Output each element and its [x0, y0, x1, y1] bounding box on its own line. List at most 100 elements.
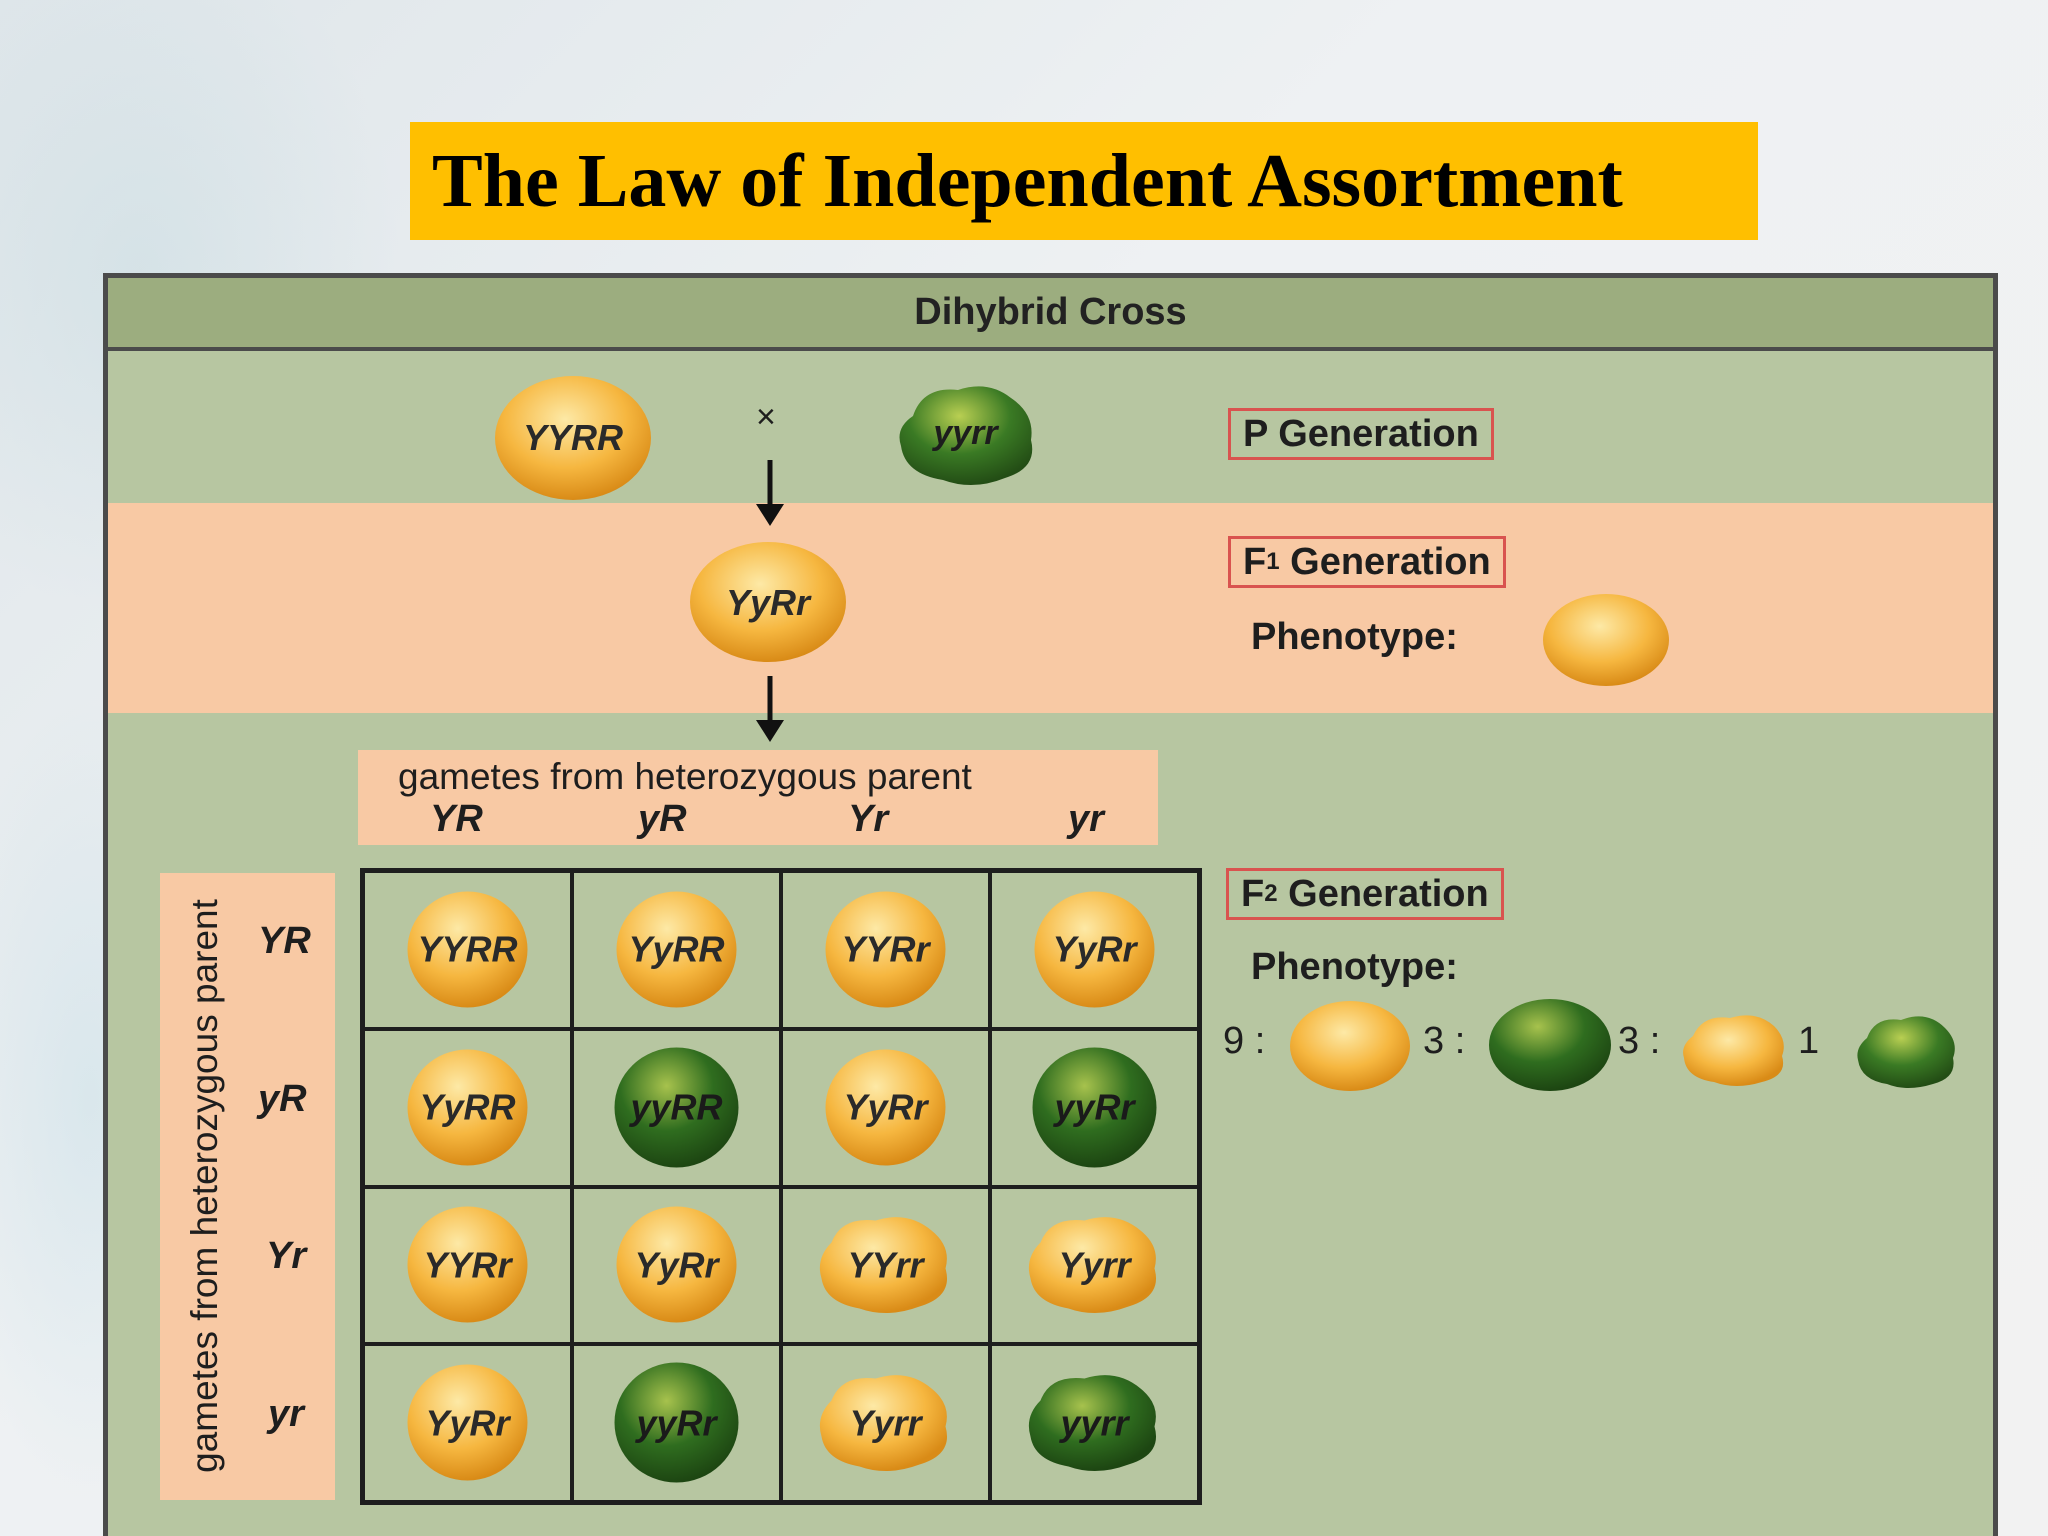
green-wrinkled-seed-icon [1857, 1016, 1955, 1088]
offspring-genotype: YyRr [425, 1402, 510, 1444]
gamete-col-label: YR [430, 798, 483, 840]
offspring-seed: YyRr [803, 1045, 968, 1170]
offspring-seed: YYRr [803, 887, 968, 1012]
ratio-seed-yellow-wrinkled [1678, 1008, 1788, 1088]
punnett-cell: yyRr [990, 1028, 1199, 1187]
yellow-round-seed-icon [1543, 594, 1669, 686]
cross-symbol: × [756, 398, 776, 436]
offspring-seed: YyRr [385, 1361, 550, 1486]
gamete-col-label: yr [1068, 798, 1104, 840]
offspring-seed: YYRR [385, 887, 550, 1012]
yellow-round-seed-icon [825, 1049, 945, 1166]
yellow-round-seed-icon [1290, 1001, 1410, 1091]
ratio-value: 1 [1798, 1020, 1820, 1062]
punnett-cell: YyRR [572, 871, 781, 1029]
page-title: The Law of Independent Assortment [432, 138, 1623, 223]
arrow-down-icon [756, 460, 784, 526]
offspring-seed: YyRr [594, 1203, 759, 1328]
gametes-top-title: gametes from heterozygous parent [398, 756, 972, 797]
panel-header: Dihybrid Cross [108, 278, 1993, 351]
offspring-seed: Yyrr [1012, 1203, 1177, 1328]
parent1-genotype: YYRR [522, 417, 624, 458]
f1-seed: YyRr [688, 540, 848, 665]
offspring-seed: Yyrr [803, 1361, 968, 1486]
green-round-seed-icon [1489, 999, 1611, 1091]
punnett-cell: YyRr [990, 871, 1199, 1029]
punnett-cell: YyRr [572, 1186, 781, 1345]
green-wrinkled-seed-icon [899, 386, 1033, 486]
offspring-genotype: YYRr [841, 928, 930, 970]
f2-phenotype-label: Phenotype: [1251, 946, 1458, 988]
f1-phenotype-seed [1541, 593, 1671, 688]
gametes-left-header: gametes from heterozygous parent YR yR Y… [160, 873, 335, 1500]
offspring-genotype: Yyrr [849, 1402, 922, 1444]
green-wrinkled-seed-icon [1028, 1375, 1156, 1472]
yellow-round-seed-icon [825, 891, 945, 1008]
punnett-cell: YyRr [781, 1028, 990, 1187]
arrow-down-icon [756, 676, 784, 742]
yellow-round-seed-icon [616, 1206, 736, 1323]
offspring-genotype: YyRR [419, 1086, 516, 1128]
offspring-seed: YYrr [803, 1203, 968, 1328]
ratio-value: 3 : [1618, 1020, 1661, 1062]
title-banner: The Law of Independent Assortment [410, 122, 1758, 240]
yellow-wrinkled-seed-icon [1683, 1015, 1784, 1086]
punnett-cell: YYrr [781, 1186, 990, 1345]
yellow-round-seed-icon [690, 542, 846, 662]
offspring-genotype: yyRR [630, 1086, 723, 1128]
parent2-seed: yyrr [893, 376, 1038, 491]
offspring-seed: yyRr [594, 1361, 759, 1486]
gamete-row-label: Yr [266, 1235, 307, 1277]
parent1-seed: YYRR [493, 373, 653, 503]
offspring-seed: YyRr [1012, 887, 1177, 1012]
offspring-genotype: YyRR [628, 928, 725, 970]
punnett-cell: yyRR [572, 1028, 781, 1187]
parent2-genotype: yyrr [933, 414, 998, 452]
ratio-seed-green-wrinkled [1853, 1008, 1958, 1090]
offspring-genotype: YYRr [423, 1244, 512, 1286]
yellow-round-seed-icon [407, 1049, 527, 1166]
offspring-seed: yyRR [594, 1045, 759, 1170]
offspring-genotype: yyRr [636, 1402, 717, 1444]
ratio-value: 3 : [1423, 1020, 1466, 1062]
offspring-genotype: yyrr [1060, 1402, 1129, 1444]
offspring-seed: YyRR [385, 1045, 550, 1170]
yellow-round-seed-icon [495, 376, 651, 500]
punnett-cell: YYRR [363, 871, 572, 1029]
offspring-genotype: YyRr [634, 1244, 719, 1286]
offspring-genotype: YYrr [847, 1244, 924, 1286]
punnett-cell: yyrr [990, 1344, 1199, 1502]
green-round-seed-icon [614, 1047, 738, 1168]
punnett-cell: Yyrr [781, 1344, 990, 1502]
gamete-row-label: yR [258, 1078, 307, 1120]
offspring-seed: YYRr [385, 1203, 550, 1328]
ratio-value: 9 : [1223, 1020, 1266, 1062]
green-round-seed-icon [614, 1362, 738, 1483]
yellow-round-seed-icon [1034, 891, 1154, 1008]
yellow-round-seed-icon [407, 1364, 527, 1481]
yellow-round-seed-icon [616, 891, 736, 1008]
green-round-seed-icon [1032, 1047, 1156, 1168]
yellow-round-seed-icon [407, 891, 527, 1008]
offspring-seed: yyrr [1012, 1361, 1177, 1486]
ratio-seed-yellow-round [1288, 1000, 1413, 1092]
offspring-genotype: YyRr [1052, 928, 1137, 970]
offspring-genotype: yyRr [1054, 1086, 1135, 1128]
offspring-genotype: YYRR [417, 928, 518, 970]
gametes-left-title: gametes from heterozygous parent [184, 899, 225, 1473]
p-generation-label: P Generation [1228, 408, 1494, 460]
offspring-seed: YyRR [594, 887, 759, 1012]
f1-genotype: YyRr [725, 581, 811, 623]
offspring-genotype: Yyrr [1058, 1244, 1131, 1286]
gamete-col-label: Yr [848, 798, 889, 840]
punnett-cell: YyRr [363, 1344, 572, 1502]
punnett-cell: Yyrr [990, 1186, 1199, 1345]
ratio-seed-green-round [1488, 998, 1613, 1093]
yellow-wrinkled-seed-icon [1028, 1217, 1156, 1314]
yellow-round-seed-icon [407, 1206, 527, 1323]
gametes-top-header: gametes from heterozygous parent YR yR Y… [358, 750, 1158, 845]
offspring-seed: yyRr [1012, 1045, 1177, 1170]
